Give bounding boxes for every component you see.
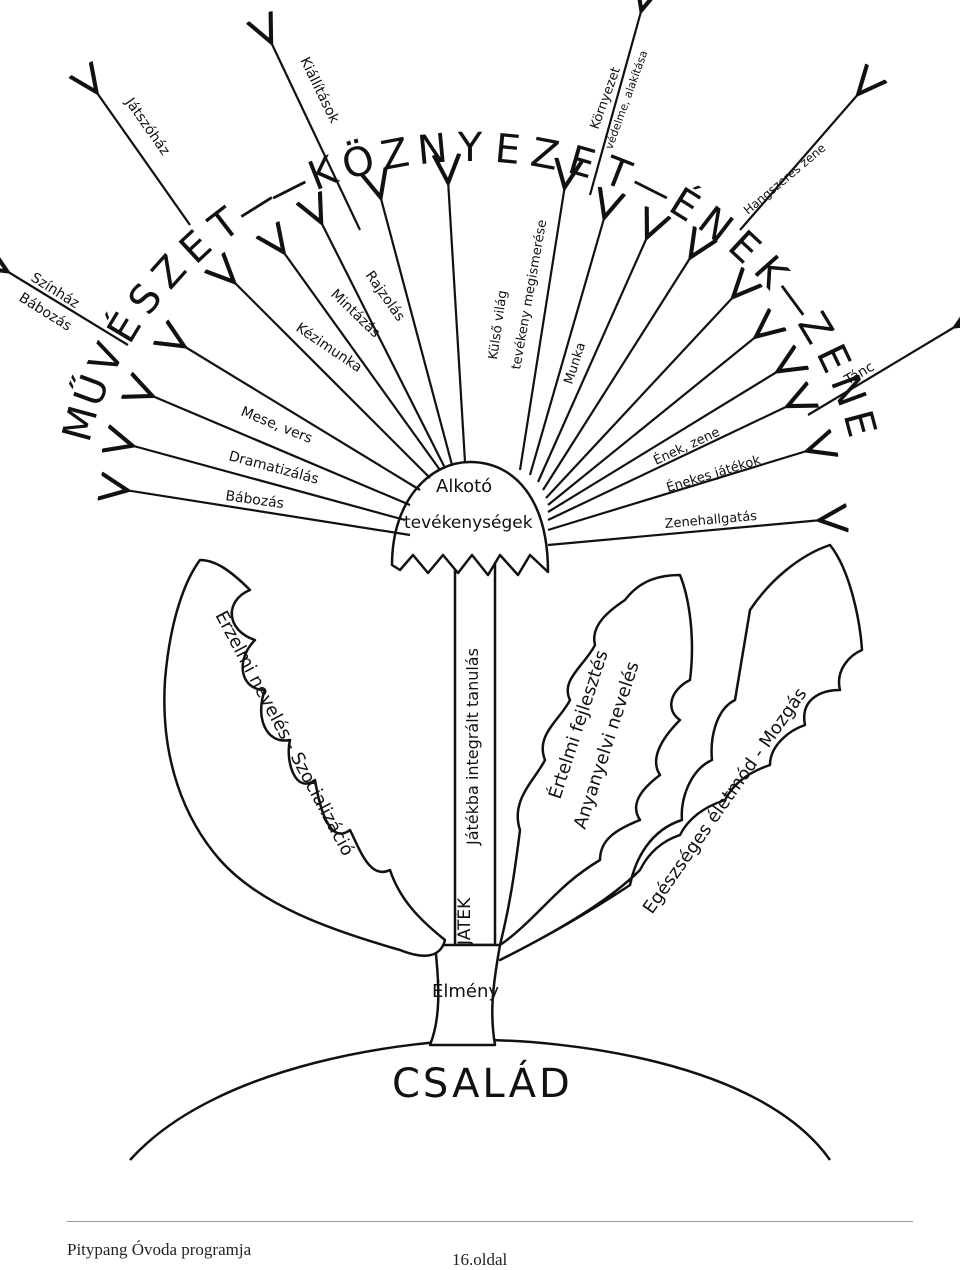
ray-jatszohaz <box>95 90 191 226</box>
ray-r5 <box>545 295 735 499</box>
arc-title-letter: Y <box>457 125 483 171</box>
ray-label-kulso-vilag: Külső világ <box>486 289 511 360</box>
root-trunk <box>428 943 502 1047</box>
ray-r4 <box>542 255 692 491</box>
ray-kiallitasok-ext <box>270 40 361 231</box>
arc-title-letter: Z <box>527 130 562 180</box>
ray-enekes-jatekok <box>547 450 810 532</box>
ray-babozas <box>125 490 411 537</box>
center-label-1: Alkotó <box>436 476 492 497</box>
ray-label-babozas: Bábozás <box>224 488 285 512</box>
ray-label-mese-vers: Mese, vers <box>239 404 315 447</box>
footer-program-name: Pitypang Óvoda programja <box>67 1240 252 1259</box>
ray-zenehallgatas <box>547 520 822 547</box>
ray-label-enek-zene: Ének, zene <box>651 424 722 469</box>
ray-kulso-vilag <box>448 180 467 463</box>
arc-title-letter: E <box>493 126 522 174</box>
footer-rule <box>67 1221 913 1222</box>
flower-head <box>390 460 550 577</box>
ray-kezimunka <box>182 345 421 491</box>
ray-label-kezimunka: Kézimunka <box>293 320 365 376</box>
ray-tanc <box>807 325 958 416</box>
leaf-middle <box>498 573 694 947</box>
ray-label-dramatizalas: Dramatizálás <box>227 448 320 487</box>
ray-label-hangszeres-zene: Hangszeres zene <box>741 141 828 217</box>
dandelion-diagram: CSALÁD Érzelmi nevelés - Szocializáció É… <box>0 0 960 1161</box>
ray-r6 <box>547 335 758 506</box>
ray-r2 <box>528 215 605 476</box>
stem-label: Játékba integrált tanulás <box>463 648 482 846</box>
arc-title-letter: Ö <box>336 134 380 189</box>
arc-title-letter: Z <box>377 130 412 180</box>
stem-base-label: JÁTÉK <box>453 897 475 946</box>
ray-mintazas <box>232 280 431 479</box>
ray-r3 <box>536 235 648 483</box>
ray-akcio <box>380 195 454 466</box>
ray-r7 <box>547 370 780 513</box>
ground-label: CSALÁD <box>392 1059 573 1107</box>
ray-label-tevekeny: tevékeny megismerése <box>509 219 550 371</box>
ray-hangszeres-zene <box>739 92 860 231</box>
ray-dramatizalas <box>130 445 406 522</box>
arc-title-letter: E <box>834 406 885 442</box>
ray-rajzolas <box>282 250 441 471</box>
footer-page-number: 16.oldal <box>452 1250 508 1269</box>
ray-enek-zene <box>547 405 790 521</box>
center-label-2: tevékenységek <box>404 513 533 533</box>
ray-szinhaz <box>5 270 129 346</box>
leaf-left <box>163 558 447 957</box>
ray-kornyezet <box>588 8 642 196</box>
leaf-right <box>498 543 864 962</box>
ray-label-jatszohaz: Játszóház <box>121 94 173 158</box>
ray-munka <box>518 185 565 471</box>
arc-title-letter: N <box>415 126 449 175</box>
ray-label-zenehallgatas: Zenehallgatás <box>664 509 758 532</box>
ray-label-kiallitasok: Kiállítások <box>296 55 342 127</box>
arc-title-letter: N <box>821 369 875 413</box>
ray-mese-vers <box>150 395 411 507</box>
elmeny-label: Élmény <box>432 980 499 1002</box>
ray-kiallitasok <box>320 220 446 469</box>
